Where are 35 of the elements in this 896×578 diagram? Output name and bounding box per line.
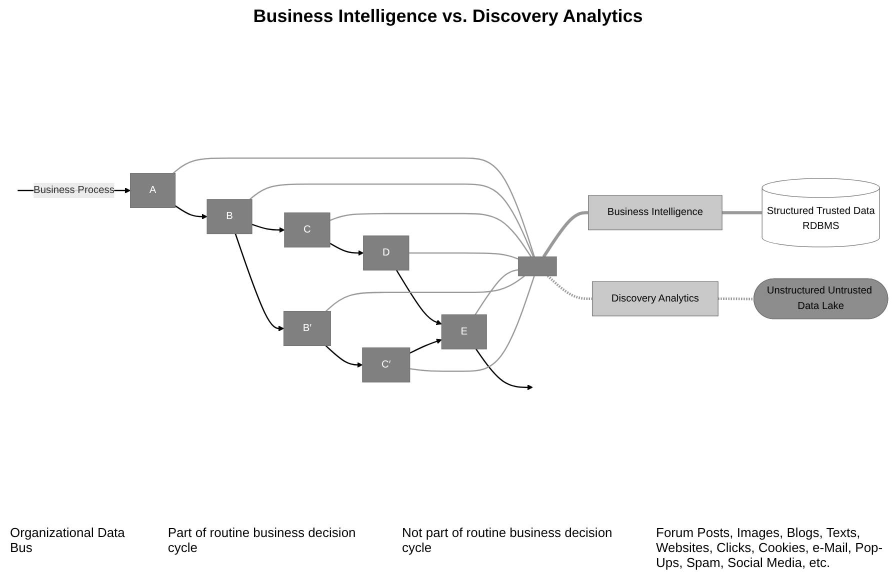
node-box: B (206, 199, 252, 234)
node-box: Business Intelligence (588, 195, 722, 230)
node-box: D (363, 235, 410, 270)
connector (546, 274, 592, 300)
connector (722, 211, 762, 214)
arrow (396, 270, 442, 325)
arrow (252, 224, 285, 233)
note-text: Organizational Data Bus (10, 525, 126, 557)
arrow (330, 242, 364, 256)
arrow (410, 338, 442, 354)
connector (718, 297, 754, 300)
arrow (174, 205, 208, 220)
arrow (234, 233, 284, 332)
connector (474, 269, 518, 315)
arrow (475, 348, 533, 390)
node-bar (518, 256, 557, 276)
node-box: A (130, 172, 176, 208)
node-box: B′ (283, 310, 331, 346)
connector (249, 183, 534, 257)
edge-label: Business Process (34, 184, 114, 196)
note-text: Not part of routine business decision cycle (402, 525, 614, 557)
connector (408, 252, 519, 260)
note-text: Forum Posts, Images, Blogs, Texts, Websites, Clicks, Cookies, e-Mail, Pop-Ups, Spam, Social Media, etc. (656, 525, 884, 570)
node-box: C′ (362, 347, 410, 382)
connector (410, 276, 535, 372)
note-text: Part of routine business decision cycle (168, 525, 357, 557)
connector (542, 211, 588, 258)
connector (330, 212, 532, 258)
node-box: Discovery Analytics (592, 281, 718, 316)
diagram-title: Business Intelligence vs. Discovery Analytics (253, 6, 643, 27)
arrow (325, 345, 363, 368)
node-box: C (284, 212, 330, 248)
connector (172, 157, 535, 257)
connector (326, 275, 526, 312)
node-box: E (441, 314, 487, 350)
